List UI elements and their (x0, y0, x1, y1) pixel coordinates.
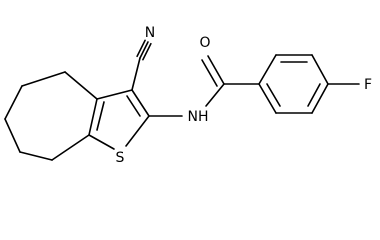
bond-ar-inner-c (266, 83, 281, 107)
bond-c2-s (125, 115, 150, 147)
nitrile-group: N (131, 25, 155, 91)
bond-triple-2 (139, 41, 149, 59)
bond-c4-c5 (21, 71, 66, 87)
fluorobenzene-ring: F (258, 54, 372, 114)
bond-triple-1 (136, 39, 146, 58)
bond-c8a-c3a-double (96, 101, 105, 131)
bond-c7-c8 (19, 151, 53, 161)
chemical-structure-diagram: N S NH O F (4, 25, 372, 166)
nitrile-n-label: N (145, 25, 155, 41)
bond-c3a-c4 (64, 71, 98, 100)
bond-c5-c6 (4, 85, 23, 120)
cycloheptane-ring (4, 71, 98, 161)
bond-c8a-c3a (88, 98, 98, 136)
fluorine-label: F (364, 77, 372, 93)
bond-c3-cn (131, 57, 141, 91)
bond-c6-c7 (4, 118, 21, 153)
bond-ar-6-1 (258, 83, 277, 114)
amide-linkage: NH O (148, 35, 260, 125)
thiophene-ring: S (88, 89, 150, 166)
amide-o-label: O (199, 35, 210, 51)
bond-carbonyl-o-double (201, 59, 218, 87)
bond-c8-c8a (51, 134, 90, 161)
thiophene-s-label: S (116, 150, 125, 166)
bond-carbonyl-o (207, 55, 225, 85)
amide-nh-label: NH (188, 109, 209, 125)
bond-nh-carbonyl (205, 83, 225, 107)
bond-c3-c2-double (126, 95, 141, 117)
bond-ar-1-2 (258, 54, 277, 85)
bond-s-c8a (88, 134, 115, 150)
bond-ar-4-5 (311, 83, 329, 114)
bond-c3-c3a (96, 89, 133, 100)
bond-c3-c2 (131, 89, 150, 117)
bond-ar-inner-b (307, 83, 321, 107)
bond-ar-3-4 (311, 54, 329, 85)
bond-triple-3 (142, 42, 152, 61)
